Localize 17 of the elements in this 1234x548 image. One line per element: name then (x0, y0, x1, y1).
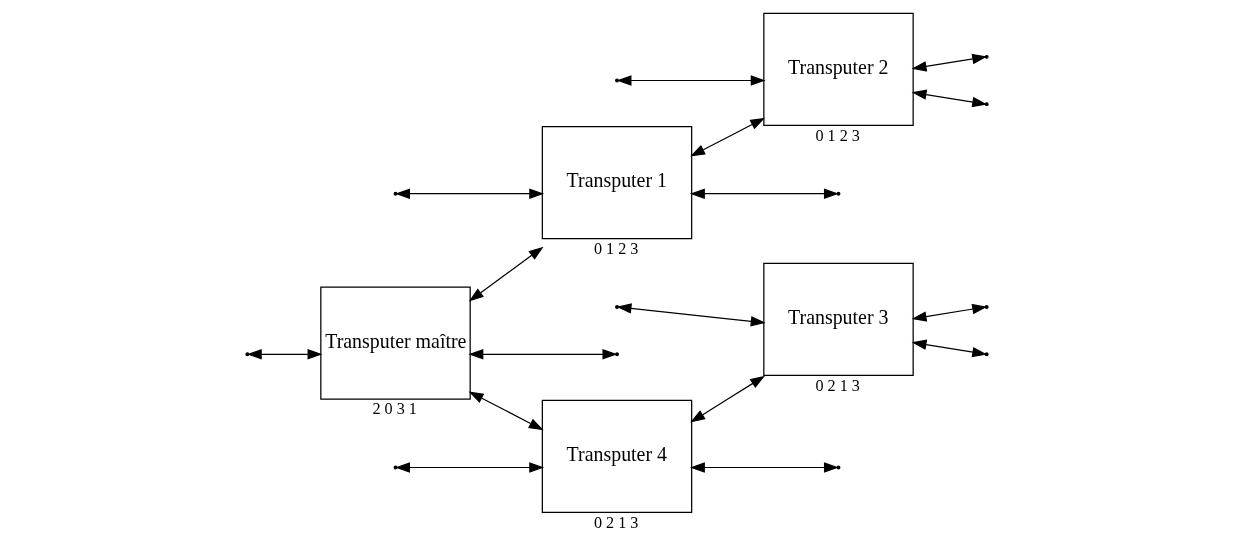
arrow (690, 117, 766, 157)
node-box: Transputer 2 (763, 12, 914, 126)
node-label: 0 1 2 3 (815, 126, 860, 144)
arrow (911, 303, 988, 322)
node-box: Transputer 3 (763, 262, 914, 377)
arrow (690, 375, 766, 423)
arrow (468, 349, 618, 360)
node-label: 0 2 1 3 (593, 513, 639, 531)
node-label: 2 0 3 1 (372, 400, 417, 418)
node-box: Transputer maître (320, 286, 471, 400)
arrow (616, 303, 766, 327)
node-box: Transputer 4 (541, 399, 693, 513)
node-label: 0 1 2 3 (593, 239, 639, 257)
node-box: Transputer 1 (541, 125, 693, 240)
arrow (468, 246, 544, 302)
arrow (468, 391, 544, 431)
node-label: 0 2 1 3 (815, 376, 860, 394)
